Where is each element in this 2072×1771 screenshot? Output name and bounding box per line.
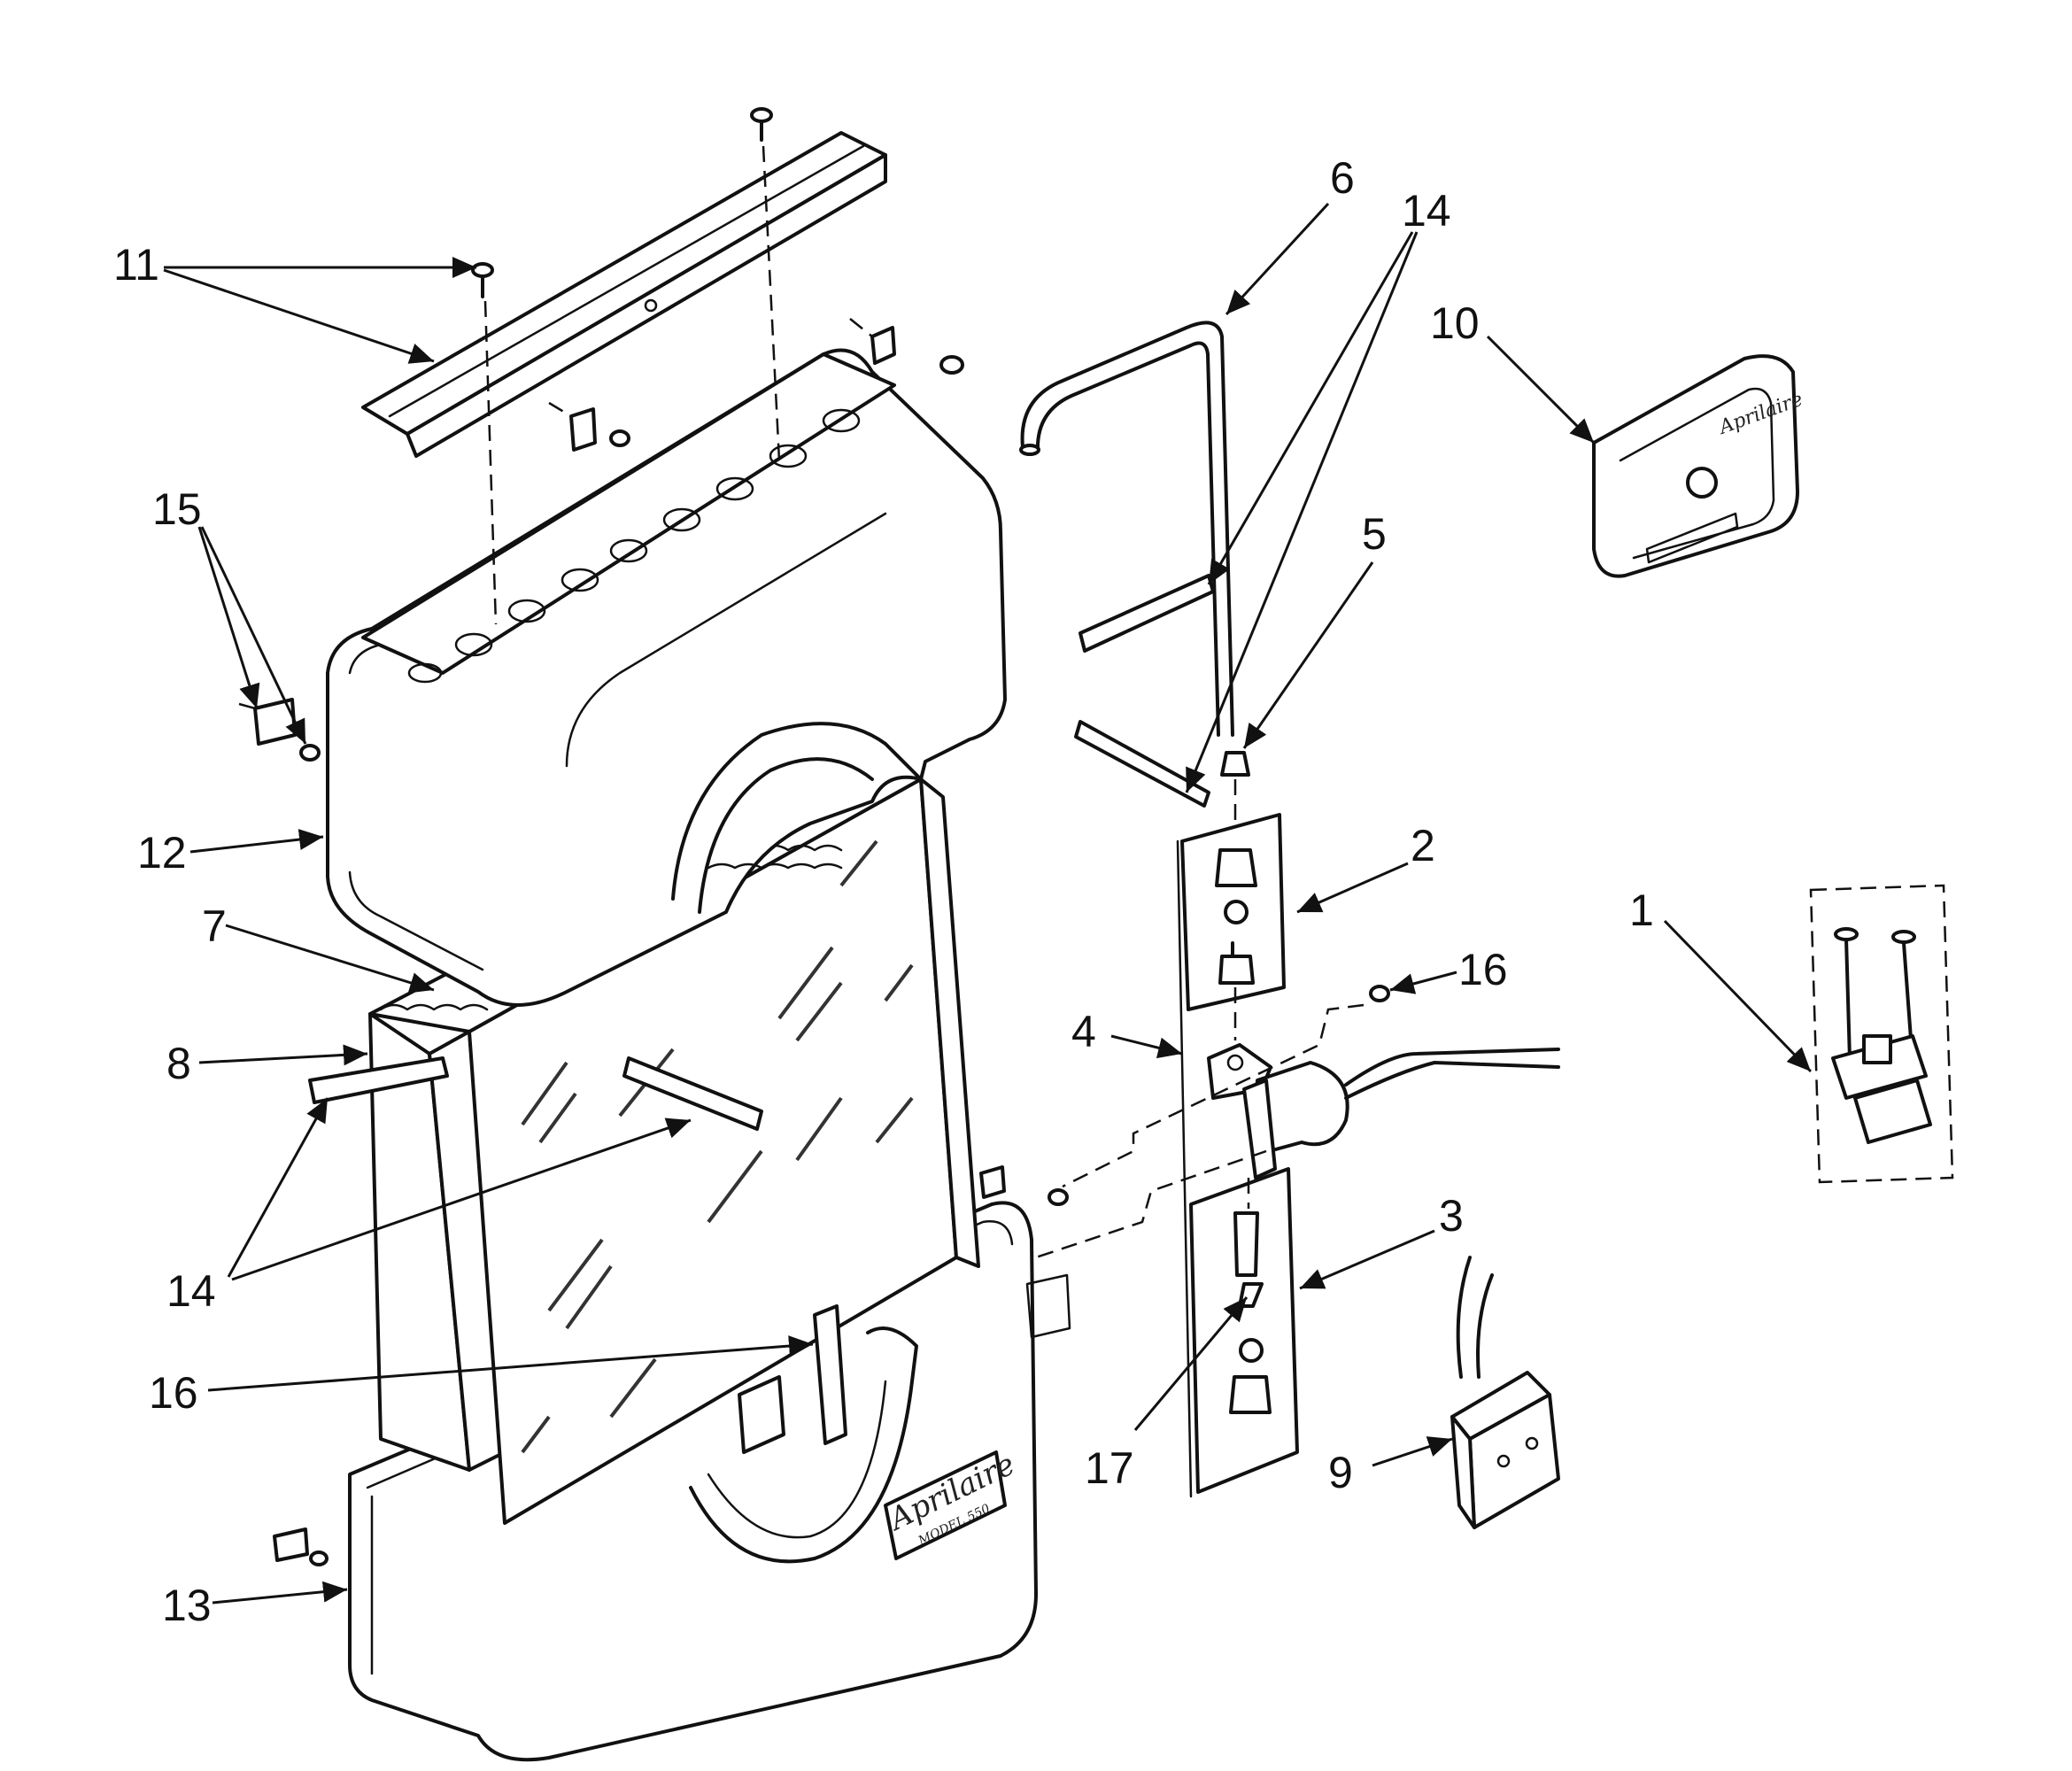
pad-clip-part [979,1165,1069,1206]
upper-housing-part [326,348,1007,1007]
screw-icon [1369,985,1390,1002]
nut-icon [1215,848,1257,887]
callout-2: 2 [1411,821,1435,870]
callout-12: 12 [137,828,187,878]
humidistat-part: Aprilaire [1592,354,1805,578]
callout-7: 7 [202,901,227,951]
channel-bracket-left-part [308,1056,763,1131]
callout-16-right: 16 [1458,945,1508,994]
callout-3: 3 [1439,1191,1464,1241]
transformer-part [1450,1256,1560,1529]
tray-clip-part [273,1527,329,1566]
callout-10: 10 [1430,298,1480,348]
callout-leaders [163,202,1813,1605]
callout-16-left: 16 [149,1368,198,1418]
callout-14-top: 14 [1402,186,1451,236]
callout-9: 9 [1328,1448,1353,1497]
callout-14-left: 14 [166,1266,216,1316]
callout-13: 13 [162,1581,212,1630]
callout-5: 5 [1362,509,1387,559]
channel-screws [471,107,781,625]
housing-top-ports [407,408,861,684]
callout-4: 4 [1071,1007,1096,1056]
nut-icon [1229,1375,1272,1414]
callout-labels: 11 15 12 7 8 14 16 13 6 14 10 5 2 1 16 4… [113,153,1654,1630]
top-mounting-channel-part [361,131,887,458]
callout-17: 17 [1085,1443,1134,1493]
screw-icon [750,107,773,142]
feed-tube-part [1019,321,1234,737]
callout-1: 1 [1629,886,1654,935]
pad-bracket-part [738,1304,847,1454]
orifice-nozzle-part [1220,751,1250,828]
callout-8: 8 [166,1039,191,1088]
side-clip-part [238,698,321,762]
valve-assembly-part [1035,813,1560,1498]
saddle-valve-part [1809,884,1954,1184]
water-distribution-frame-part [368,1012,506,1472]
solenoid-valve-part [1207,1043,1560,1179]
callout-6: 6 [1330,153,1355,203]
screw-icon [471,262,494,298]
clip-icon [849,318,964,375]
callout-11: 11 [113,240,159,290]
clip-icon [548,401,630,452]
channel-bracket-top-part [1074,574,1215,808]
water-tray-part: Aprilaire MODEL 550 [348,1201,1071,1762]
callout-15: 15 [152,484,202,534]
